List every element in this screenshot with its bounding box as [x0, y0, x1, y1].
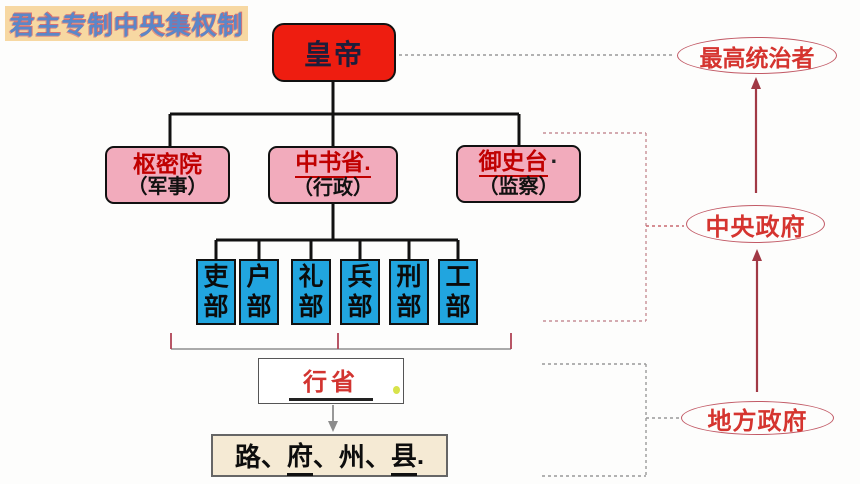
node-emperor-label: 皇帝 [303, 38, 364, 70]
node-ministry-liy-label: 礼部 [298, 263, 324, 321]
node-local-levels: 路、府、州、县. [211, 434, 448, 477]
node-ministry-li-label: 吏部 [203, 263, 229, 321]
bracket-ministries-ticks [170, 333, 512, 349]
dotted-bracket-local [542, 363, 647, 477]
slide-title-label: 君主专制中央集权制 [9, 11, 244, 40]
ellipse-supreme-ruler: 最高统治者 [677, 37, 837, 74]
node-province: 行省 [258, 358, 404, 404]
local-levels-part1: 路、 [234, 442, 287, 472]
node-yushitai-title: 御史台 [478, 149, 548, 178]
node-ministry-hu: 户部 [239, 259, 279, 325]
node-ministry-bing: 兵部 [340, 259, 380, 325]
ellipse-supreme-ruler-label: 最高统治者 [699, 45, 815, 71]
node-yushitai-subtitle: （监察） [478, 176, 559, 199]
local-levels-part4: 州、 [338, 442, 391, 472]
arrowhead-central-to-supreme [751, 77, 761, 89]
ellipse-central-government: 中央政府 [686, 205, 825, 243]
node-shumiyuan-title: 枢密院 [133, 150, 202, 177]
yellow-cursor-mark [393, 386, 400, 394]
local-levels-part3: 、 [312, 442, 339, 472]
local-levels-part2: 府 [286, 436, 313, 476]
dotted-bracket-central [543, 132, 647, 322]
arrowhead-province-to-local [328, 421, 338, 432]
ellipse-local-government: 地方政府 [681, 401, 834, 435]
node-ministry-li: 吏部 [196, 259, 236, 325]
node-ministry-liy: 礼部 [291, 259, 331, 325]
local-levels-part5: 县 [390, 436, 417, 476]
node-yushitai-dot: · [550, 148, 559, 175]
node-ministry-hu-label: 户部 [246, 263, 272, 321]
node-zhongshusheng-title: 中书省. [295, 150, 371, 179]
node-province-label: 行省 [303, 369, 359, 396]
ellipse-local-government-label: 地方政府 [707, 408, 808, 435]
local-levels-part6: . [416, 440, 425, 470]
arrowhead-local-to-central [752, 249, 762, 261]
node-emperor: 皇帝 [272, 23, 396, 82]
node-ministry-gong: 工部 [438, 259, 478, 325]
slide-title: 君主专制中央集权制 [5, 6, 248, 41]
node-ministry-gong-label: 工部 [445, 263, 471, 321]
ellipse-central-government-label: 中央政府 [705, 214, 806, 241]
node-zhongshusheng: 中书省. （行政） [268, 146, 398, 204]
node-shumiyuan: 枢密院 （军事） [105, 146, 230, 204]
node-zhongshusheng-subtitle: （行政） [293, 177, 373, 200]
node-shumiyuan-subtitle: （军事） [127, 175, 208, 198]
node-ministry-bing-label: 兵部 [347, 263, 373, 321]
node-ministry-xing: 刑部 [389, 259, 429, 325]
node-ministry-xing-label: 刑部 [396, 263, 422, 321]
node-yushitai: 御史台 · （监察） [456, 145, 581, 203]
